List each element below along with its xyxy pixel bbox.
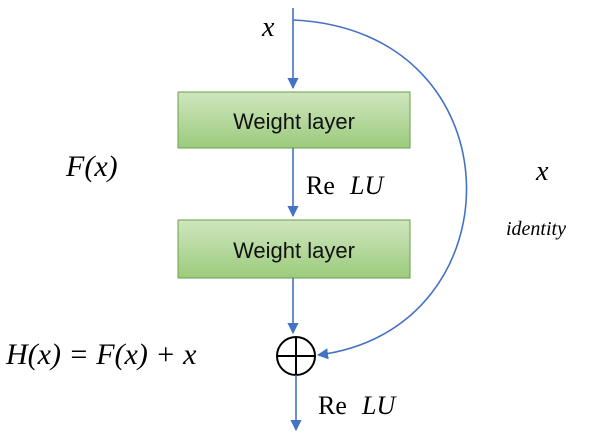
input-label: x — [261, 12, 275, 43]
residual-function-label: F(x) — [65, 150, 118, 183]
identity-label: identity — [506, 218, 566, 240]
relu-mid-lu: LU — [349, 171, 385, 200]
weight-layer-1: Weight layer — [177, 91, 411, 149]
sum-node-icon — [276, 336, 316, 376]
relu-out-re: Re — [318, 391, 347, 420]
relu-out-label: Re LU — [318, 391, 397, 420]
skip-label: x — [535, 156, 549, 187]
weight-layer-1-label: Weight layer — [233, 109, 355, 134]
weight-layer-2: Weight layer — [177, 219, 411, 279]
weight-layer-2-label: Weight layer — [233, 238, 355, 263]
relu-mid-label: Re LU — [306, 171, 385, 200]
skip-connection-arrow — [292, 19, 468, 360]
relu-out-lu: LU — [361, 391, 397, 420]
relu-mid-re: Re — [306, 171, 335, 200]
output-equation: H(x) = F(x) + x — [5, 338, 197, 371]
